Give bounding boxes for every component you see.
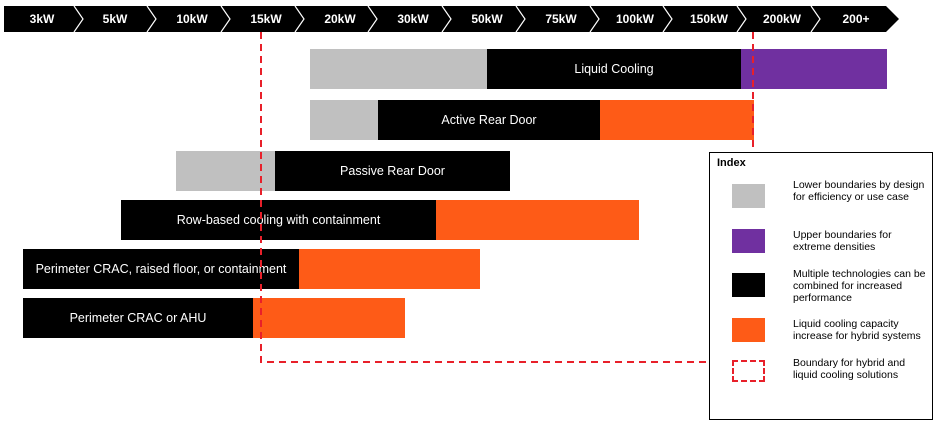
segment-combined (23, 249, 299, 289)
bar-label-perimeter-crac-ahu: Perimeter CRAC or AHU (69, 311, 207, 325)
bar-label-active-rear-door: Active Rear Door (441, 113, 537, 127)
segment-lower-boundary (310, 49, 487, 89)
bar-active-rear-door: Active Rear Door (310, 100, 754, 140)
legend-text-hybrid-boundary: Boundary for hybrid and liquid cooling s… (793, 357, 906, 381)
legend-swatch-orange (732, 318, 765, 342)
segment-upper-boundary (741, 49, 887, 89)
scale-label-30kw: 30kW (397, 12, 429, 26)
legend-text-multiple-technologies: Multiple technologies can be combined fo… (793, 268, 926, 304)
scale-label-100kw: 100kW (615, 12, 655, 26)
bar-label-passive-rear-door: Passive Rear Door (340, 164, 445, 178)
segment-hybrid (299, 249, 480, 289)
legend-text-upper-boundaries: Upper boundaries for extreme densities (793, 229, 892, 253)
legend-text-lower-boundaries: Lower boundaries by design for efficienc… (793, 179, 925, 203)
scale-label-75kw: 75kW (545, 12, 577, 26)
segment-lower-boundary (176, 151, 275, 191)
segment-hybrid (253, 298, 405, 338)
bar-perimeter-crac-raised-floor: Perimeter CRAC, raised floor, or contain… (23, 249, 480, 289)
scale-label-200kw: 200kW (762, 12, 802, 26)
legend-swatch-grey (732, 184, 765, 208)
segment-combined (23, 298, 253, 338)
bar-label-perimeter-crac-raised-floor: Perimeter CRAC, raised floor, or contain… (35, 262, 287, 276)
legend-swatch-purple (732, 229, 765, 253)
segment-lower-boundary (310, 100, 378, 140)
legend-title: Index (717, 157, 746, 169)
legend-text-liquid-cooling-capacity: Liquid cooling capacity increase for hyb… (793, 318, 921, 342)
bar-passive-rear-door: Passive Rear Door (176, 151, 510, 191)
segment-hybrid (600, 100, 754, 140)
scale-label-3kw: 3kW (29, 12, 55, 26)
power-scale-arrow (4, 5, 899, 33)
scale-label-15kw: 15kW (250, 12, 282, 26)
legend-swatch-black (732, 273, 765, 297)
scale-label-20kw: 20kW (324, 12, 356, 26)
legend-swatch-dashed-boundary (732, 360, 765, 382)
scale-label-200-plus: 200+ (842, 12, 870, 26)
scale-label-5kw: 5kW (102, 12, 128, 26)
segment-hybrid (436, 200, 639, 240)
scale-label-10kw: 10kW (176, 12, 208, 26)
bar-label-liquid-cooling: Liquid Cooling (574, 62, 654, 76)
scale-label-50kw: 50kW (471, 12, 503, 26)
bar-label-row-based-cooling: Row-based cooling with containment (176, 213, 381, 227)
scale-label-150kw: 150kW (689, 12, 729, 26)
bar-perimeter-crac-ahu: Perimeter CRAC or AHU (23, 298, 405, 338)
bar-row-based-cooling: Row-based cooling with containment (121, 200, 639, 240)
bar-liquid-cooling: Liquid Cooling (310, 49, 887, 89)
legend-box: Index Lower boundaries by design for eff… (709, 152, 933, 420)
